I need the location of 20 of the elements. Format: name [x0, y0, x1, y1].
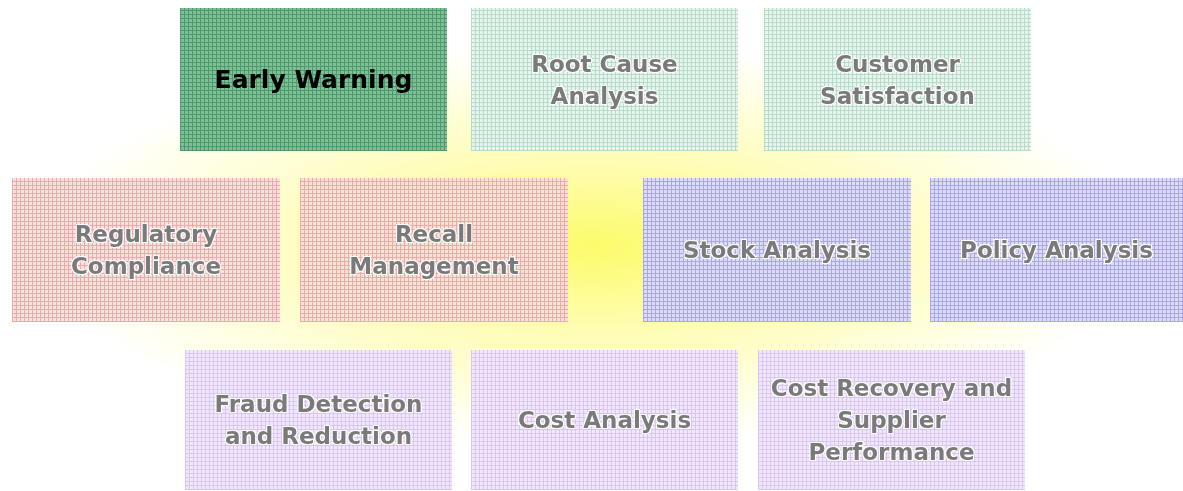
grid-tile: [643, 178, 911, 322]
tile-title: Cost Recovery and Supplier Performance: [769, 374, 1014, 467]
tile-title: Cost Analysis: [516, 406, 693, 435]
grid-tile: [185, 350, 452, 490]
grid-tile: [930, 178, 1183, 322]
tile-title: Recall Management: [348, 220, 520, 281]
grid-tile: [471, 350, 738, 490]
grid-tile: [764, 8, 1031, 151]
tile-title: Policy Analysis: [959, 236, 1154, 265]
tile-title: Stock Analysis: [681, 236, 873, 265]
tile-title: Root Cause Analysis: [530, 49, 679, 111]
grid-tile: [12, 178, 280, 322]
grid-tile: [180, 8, 447, 151]
tile-title: Customer Satisfaction: [819, 49, 976, 111]
tile-title: Early Warning: [213, 63, 414, 96]
tile-title: Fraud Detection and Reduction: [213, 390, 424, 451]
grid-tile: [300, 178, 568, 322]
tile-title: Regulatory Compliance: [70, 220, 222, 281]
grid-tile: [471, 8, 738, 151]
grid-tile: [758, 350, 1025, 490]
